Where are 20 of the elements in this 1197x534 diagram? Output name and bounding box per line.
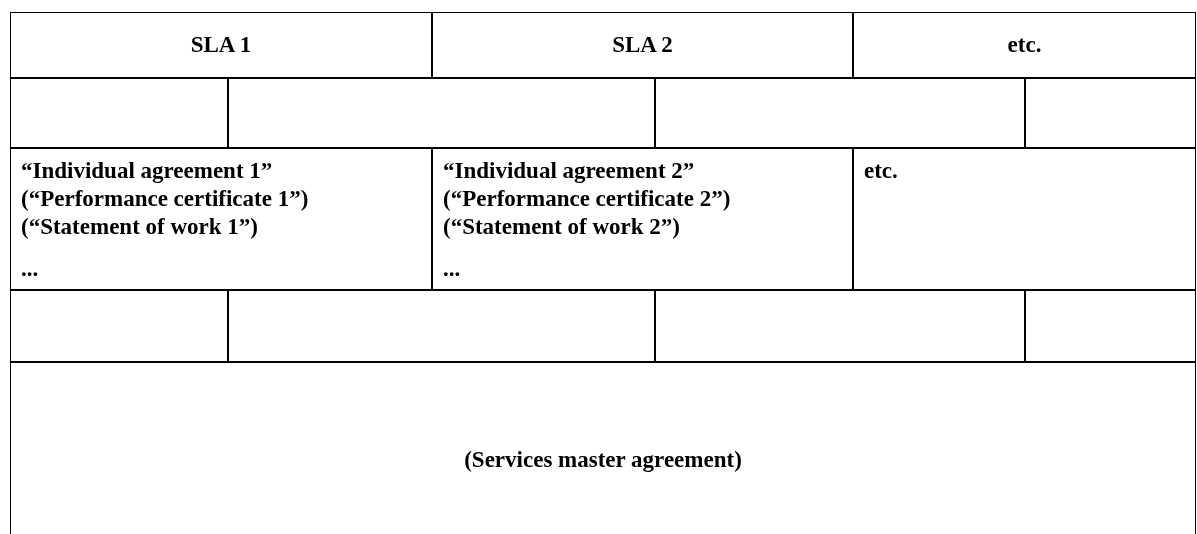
- cell-heading: (Services master agreement): [464, 447, 742, 473]
- cell-text: (“Performance certificate 1”): [21, 185, 309, 213]
- cell-heading: SLA 2: [612, 32, 673, 58]
- cell-heading: etc.: [1007, 32, 1042, 58]
- cell-text: (“Statement of work 2”): [443, 213, 680, 241]
- cell-text: (“Statement of work 1”): [21, 213, 258, 241]
- cell-text: (“Performance certificate 2”): [443, 185, 731, 213]
- table-cell: [10, 12, 432, 78]
- cell-heading: SLA 1: [190, 32, 252, 58]
- cell-heading: “Individual agreement 1”: [21, 157, 273, 185]
- table-cell: [853, 148, 1196, 290]
- cell-text: ...: [21, 255, 39, 283]
- table-cell: [432, 12, 853, 78]
- table-cell: [10, 362, 1196, 534]
- table-cell: [432, 148, 853, 290]
- cell-heading: etc.: [864, 157, 898, 185]
- cell-heading: “Individual agreement 2”: [443, 157, 695, 185]
- table-cell: [10, 148, 432, 290]
- cell-text: ...: [443, 255, 461, 283]
- table-cell: [853, 12, 1196, 78]
